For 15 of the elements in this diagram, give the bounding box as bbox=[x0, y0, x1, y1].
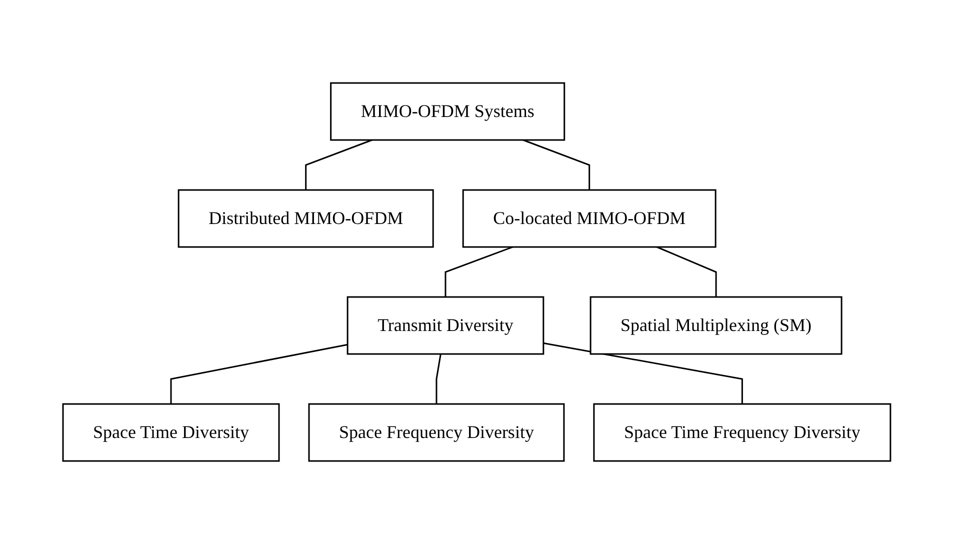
connector bbox=[656, 246, 717, 296]
connector bbox=[543, 342, 743, 404]
node-box: Transmit Diversity bbox=[346, 296, 544, 354]
connector bbox=[522, 138, 590, 190]
node-box: MIMO-OFDM Systems bbox=[330, 82, 565, 140]
connector bbox=[170, 343, 348, 404]
node-box: Spatial Multiplexing (SM) bbox=[590, 296, 842, 354]
connector bbox=[444, 246, 513, 296]
node-box: Space Time Frequency Diversity bbox=[592, 402, 891, 462]
node-box: Distributed MIMO-OFDM bbox=[178, 188, 434, 248]
node-box: Space Time Diversity bbox=[62, 402, 280, 462]
node-box: Space Frequency Diversity bbox=[308, 402, 564, 462]
connector bbox=[436, 353, 442, 404]
connector bbox=[304, 138, 372, 190]
node-box: Co-located MIMO-OFDM bbox=[462, 188, 716, 248]
